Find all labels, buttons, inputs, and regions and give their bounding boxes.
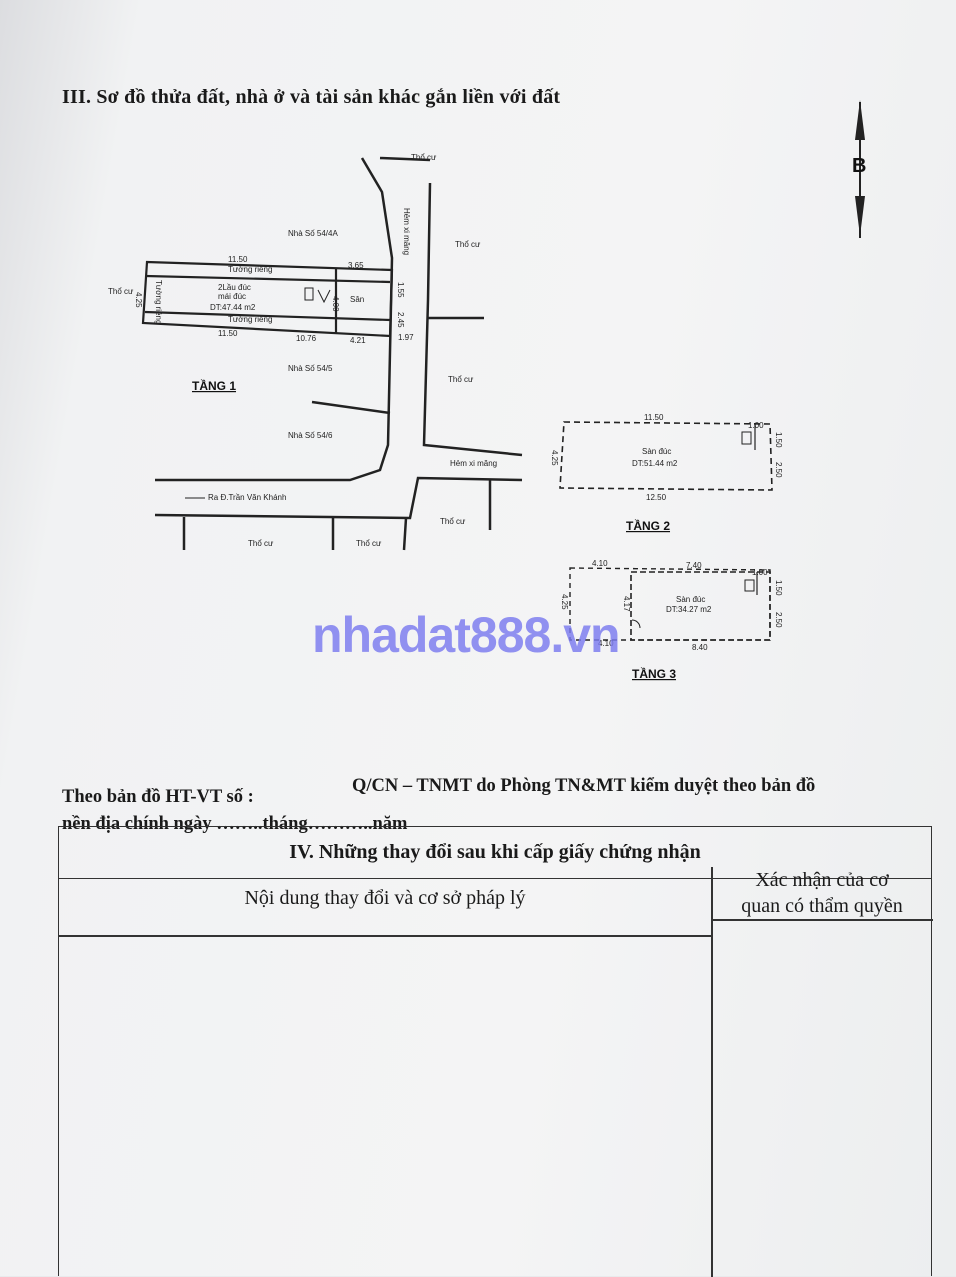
floor3-plan: 4.10 7.40 1.00 Sàn đúc DT:34.27 m2 4.10 … bbox=[560, 559, 783, 681]
svg-text:Hẻm xi măng: Hẻm xi măng bbox=[450, 459, 497, 468]
svg-text:Thổ cư: Thổ cư bbox=[108, 287, 134, 296]
svg-text:Tường riêng: Tường riêng bbox=[154, 280, 163, 324]
svg-text:1.50: 1.50 bbox=[774, 580, 783, 596]
svg-text:4.00: 4.00 bbox=[331, 296, 340, 312]
svg-text:Sàn đúc: Sàn đúc bbox=[676, 595, 705, 604]
svg-text:Hẻm xi măng: Hẻm xi măng bbox=[402, 208, 411, 255]
reference-date: nền địa chính ngày ……..tháng………..năm bbox=[62, 814, 408, 834]
compass-label: B bbox=[852, 155, 866, 177]
svg-text:Thổ cư: Thổ cư bbox=[448, 375, 474, 384]
svg-text:3.65: 3.65 bbox=[348, 261, 364, 270]
svg-text:11.50: 11.50 bbox=[218, 329, 238, 338]
svg-text:Thổ cư: Thổ cư bbox=[411, 153, 437, 162]
changes-table: IV. Những thay đổi sau khi cấp giấy chứn… bbox=[58, 826, 933, 1277]
svg-text:4.17: 4.17 bbox=[622, 596, 631, 612]
watermark-text: nhadat888.vn bbox=[312, 607, 621, 663]
svg-text:4.25: 4.25 bbox=[550, 450, 559, 466]
section-3-title: III. Sơ đồ thửa đất, nhà ở và tài sản kh… bbox=[62, 86, 561, 108]
svg-text:DT:34.27 m2: DT:34.27 m2 bbox=[666, 605, 712, 614]
column-divider bbox=[711, 867, 713, 1277]
svg-text:4.25: 4.25 bbox=[134, 292, 143, 308]
svg-text:1.55: 1.55 bbox=[396, 282, 405, 298]
svg-text:Thổ cư: Thổ cư bbox=[440, 517, 466, 526]
svg-text:Sân: Sân bbox=[350, 295, 364, 304]
svg-text:1.00: 1.00 bbox=[748, 421, 764, 430]
svg-text:2.50: 2.50 bbox=[774, 612, 783, 628]
reference-map-number: Theo bản đồ HT-VT số : bbox=[62, 787, 254, 807]
column-header-confirmation: Xác nhận của cơ quan có thẩm quyền bbox=[741, 869, 903, 917]
svg-text:4.21: 4.21 bbox=[350, 336, 366, 345]
svg-text:mái đúc: mái đúc bbox=[218, 292, 246, 301]
north-arrow-icon: B bbox=[852, 100, 866, 238]
svg-text:1.00: 1.00 bbox=[752, 568, 768, 577]
header-divider-right bbox=[711, 919, 933, 921]
land-plan-diagram: B Thổ cư Nhà Số 54/4A Thổ cư Thổ cư 11.5… bbox=[108, 100, 866, 681]
svg-text:Sàn đúc: Sàn đúc bbox=[642, 447, 671, 456]
svg-text:2.45: 2.45 bbox=[396, 312, 405, 328]
section-4-title: IV. Những thay đổi sau khi cấp giấy chứn… bbox=[59, 827, 931, 879]
floor1-parcel bbox=[141, 260, 394, 338]
svg-text:Nhà Số 54/5: Nhà Số 54/5 bbox=[288, 364, 333, 373]
svg-text:Ra Đ.Trần Văn Khánh: Ra Đ.Trần Văn Khánh bbox=[208, 493, 286, 502]
svg-text:Tường riêng: Tường riêng bbox=[228, 265, 272, 274]
column-header-content: Nội dung thay đổi và cơ sở pháp lý bbox=[244, 887, 526, 909]
svg-text:Tường riêng: Tường riêng bbox=[228, 315, 272, 324]
svg-text:Thổ cư: Thổ cư bbox=[455, 240, 481, 249]
svg-text:DT:47.44 m2: DT:47.44 m2 bbox=[210, 303, 256, 312]
svg-text:8.40: 8.40 bbox=[692, 643, 708, 652]
svg-text:12.50: 12.50 bbox=[646, 493, 667, 502]
svg-text:Thổ cư: Thổ cư bbox=[356, 539, 382, 548]
svg-text:Nhà Số 54/4A: Nhà Số 54/4A bbox=[288, 229, 338, 238]
svg-text:11.50: 11.50 bbox=[228, 255, 248, 264]
floor2-label: TẦNG 2 bbox=[626, 518, 670, 533]
floor1-labels: Thổ cư Nhà Số 54/4A Thổ cư Thổ cư 11.50 … bbox=[108, 153, 497, 548]
door-icon bbox=[304, 287, 331, 304]
svg-text:1.97: 1.97 bbox=[398, 333, 414, 342]
svg-text:2Lầu đúc: 2Lầu đúc bbox=[218, 283, 251, 292]
reference-approval: Q/CN – TNMT do Phòng TN&MT kiểm duyệt th… bbox=[352, 776, 816, 796]
svg-text:1.50: 1.50 bbox=[774, 432, 783, 448]
svg-text:DT:51.44 m2: DT:51.44 m2 bbox=[632, 459, 678, 468]
svg-text:4.10: 4.10 bbox=[598, 639, 614, 648]
svg-text:4.10: 4.10 bbox=[592, 559, 608, 568]
svg-text:4.25: 4.25 bbox=[560, 594, 569, 610]
svg-text:Thổ cư: Thổ cư bbox=[248, 539, 274, 548]
floor3-label: TẦNG 3 bbox=[632, 666, 676, 681]
svg-text:7.40: 7.40 bbox=[686, 561, 702, 570]
svg-text:11.50: 11.50 bbox=[644, 413, 664, 422]
header-divider bbox=[59, 935, 711, 937]
floor1-label: TẦNG 1 bbox=[192, 378, 236, 393]
svg-text:2.50: 2.50 bbox=[774, 462, 783, 478]
svg-text:Nhà Số 54/6: Nhà Số 54/6 bbox=[288, 431, 333, 440]
floor1-roads bbox=[154, 156, 523, 551]
floor2-plan: 11.50 1.00 Sàn đúc DT:51.44 m2 12.50 1.5… bbox=[550, 413, 783, 533]
svg-text:10.76: 10.76 bbox=[296, 334, 317, 343]
